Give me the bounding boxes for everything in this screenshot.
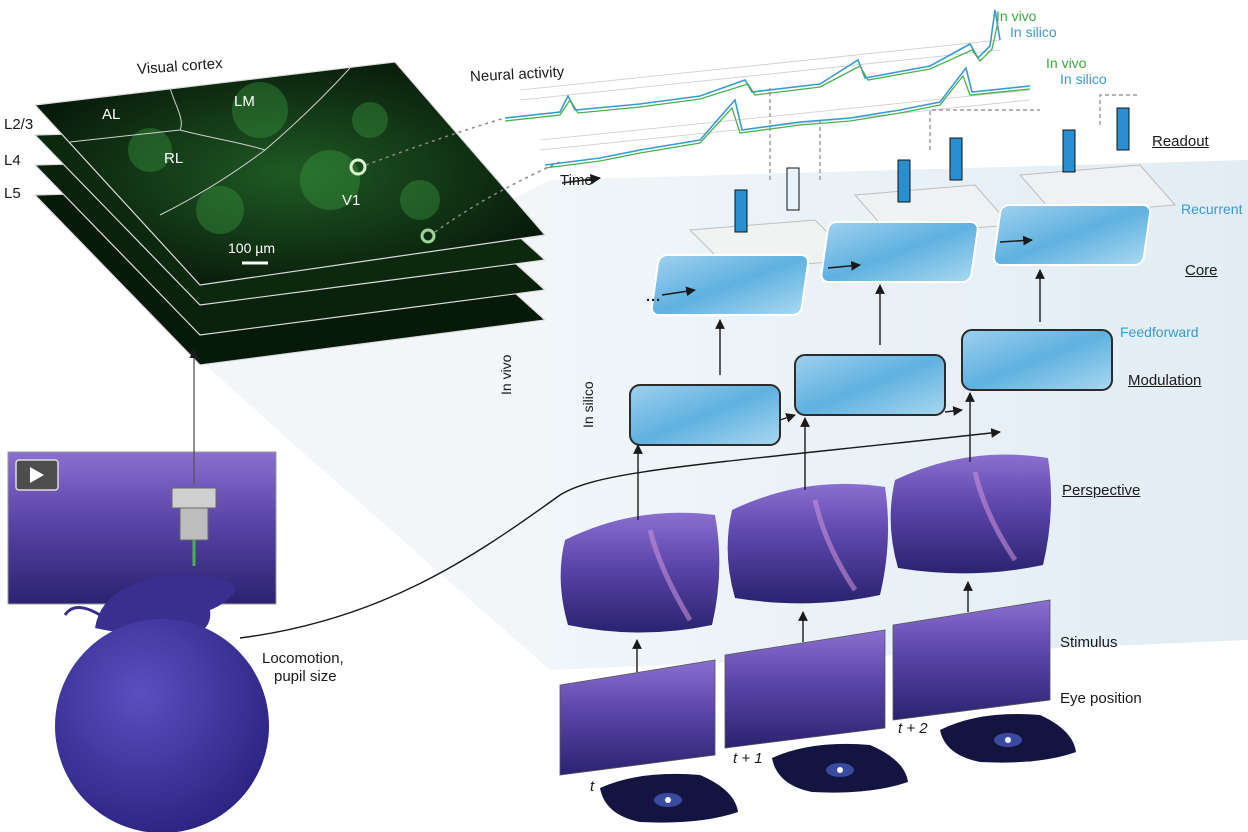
- modulation-label: Modulation: [1128, 372, 1202, 389]
- trace-bottom-in-vivo: [544, 74, 1031, 169]
- stimulus-frame-3: [892, 599, 1051, 721]
- in-vivo-side-label: In vivo: [498, 354, 514, 395]
- readout-label: Readout: [1152, 133, 1209, 150]
- treadmill-ball: [55, 619, 269, 832]
- cortex-texture: [128, 82, 440, 234]
- readout-unit-1a: [734, 189, 748, 233]
- cortex-stack: [33, 61, 547, 366]
- layer-label-l23: L2/3: [4, 116, 34, 133]
- layer-label-l5: L5: [4, 185, 21, 202]
- area-label-rl: RL: [164, 150, 184, 167]
- feedforward-label: Feedforward: [1120, 324, 1199, 340]
- stimulus-label: Stimulus: [1060, 634, 1118, 651]
- trace-bottom-in-silico: [544, 66, 1031, 166]
- core-arrow-1: [661, 286, 696, 297]
- mod-arrow-1: [779, 413, 796, 423]
- time-label: Time: [560, 172, 593, 189]
- time-step-t1: t + 1: [733, 750, 763, 767]
- perspective-trail-2: [812, 499, 858, 592]
- in-silico-side-label: In silico: [580, 381, 596, 428]
- core-block-2: [820, 221, 979, 283]
- mouse-body: [95, 573, 236, 636]
- eye-glint-2: [837, 767, 843, 773]
- area-label-v1: V1: [342, 192, 361, 209]
- behavior-label-line2: pupil size: [274, 668, 337, 685]
- legend-top-in-vivo: In vivo: [996, 8, 1037, 24]
- microscope-lens: [179, 507, 209, 541]
- trace-top-in-silico: [504, 9, 1001, 119]
- behavior-label-line1: Locomotion,: [262, 650, 344, 667]
- readout-unit-2b: [949, 137, 963, 181]
- mod-block-1: [629, 384, 781, 446]
- core-arrow-3: [999, 235, 1033, 246]
- perspective-trail-3: [972, 471, 1018, 562]
- scale-bar-label: 100 µm: [228, 240, 275, 256]
- readout-plane-3: [1018, 164, 1177, 216]
- mod-block-3: [961, 329, 1113, 391]
- legend-top-in-silico: In silico: [1010, 24, 1057, 40]
- layer-label-l4: L4: [4, 152, 21, 169]
- time-step-t: t: [590, 778, 595, 795]
- time-axis-arrow: [561, 174, 602, 185]
- neuron-marker-1: [349, 158, 367, 176]
- recurrent-label: Recurrent: [1181, 201, 1243, 217]
- neuron-marker-2: [420, 228, 436, 244]
- mouse-setup: [7, 349, 277, 832]
- eye-images: [600, 714, 1076, 823]
- stimulus-frame-1: [559, 659, 716, 776]
- core-stacks: [650, 204, 1152, 316]
- mod-block-2: [794, 354, 946, 416]
- perspective-trail-1: [647, 529, 693, 622]
- readout-unit-3a: [1062, 129, 1076, 173]
- area-label-lm: LM: [234, 93, 255, 110]
- legend-bottom-in-silico: In silico: [1060, 71, 1107, 87]
- play-icon: [30, 467, 44, 483]
- perspective-frame-3: [890, 454, 1052, 574]
- legend-bottom-in-vivo: In vivo: [1046, 55, 1087, 71]
- perspective-frames: [560, 392, 1052, 633]
- eye-position-label: Eye position: [1060, 690, 1142, 707]
- activity-background-traces: [519, 39, 1031, 151]
- core-ellipsis: ···: [646, 292, 661, 309]
- perspective-frame-2: [727, 483, 889, 604]
- readout-unit-2a: [897, 159, 911, 203]
- readout-feedback-links: [769, 88, 1140, 180]
- readout-unit-1b: [786, 167, 800, 211]
- mod-arrow-2: [944, 406, 963, 416]
- core-block-3: [992, 204, 1152, 266]
- trace-top-in-vivo: [504, 21, 999, 122]
- neuron-link-1: [365, 117, 506, 166]
- stimulus-frames: [559, 581, 1051, 776]
- eye-glint-1: [665, 797, 671, 803]
- area-label-al: AL: [102, 106, 121, 123]
- core-arrow-2: [827, 260, 861, 271]
- core-label: Core: [1185, 262, 1218, 279]
- modulation-stacks: [629, 269, 1113, 446]
- activity-traces: [504, 9, 1031, 185]
- perspective-label: Perspective: [1062, 482, 1141, 499]
- stimulus-frame-2: [724, 629, 886, 749]
- mouse-tail: [63, 606, 101, 617]
- readout-unit-3b: [1116, 107, 1130, 151]
- microscope-objective: [171, 487, 217, 509]
- eye-glint-3: [1005, 737, 1011, 743]
- core-block-1: [650, 254, 810, 316]
- area-border-3: [159, 149, 266, 216]
- cortex-layer-l23: [33, 61, 547, 286]
- behavior-link: [239, 428, 1001, 639]
- area-border-2: [179, 67, 351, 151]
- time-step-t2: t + 2: [898, 720, 928, 737]
